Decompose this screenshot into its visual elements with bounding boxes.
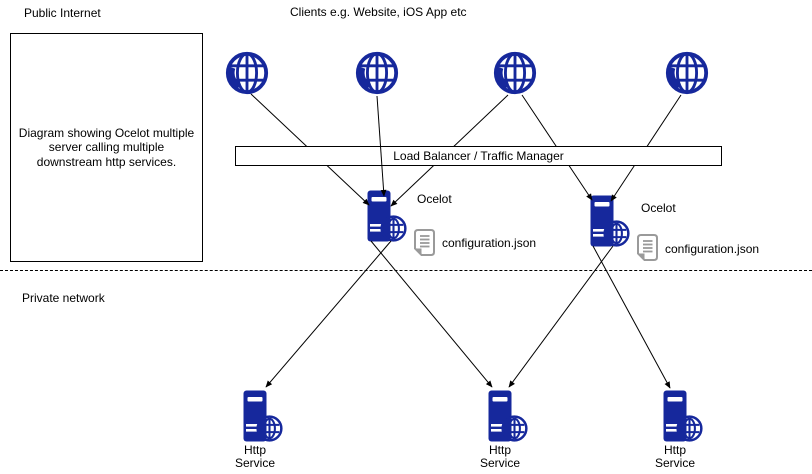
private-network-label: Private network [22,291,105,305]
http-service-label-3: Http Service [654,443,695,470]
client-globe-icon-3 [493,51,537,95]
ocelot-label-1: Ocelot [417,192,452,206]
server-tower-icon [367,190,391,242]
globe-badge-icon [501,415,528,442]
http-service-label-1: Http Service [234,443,275,470]
http-service-icon-1 [243,390,284,443]
server-tower-icon [590,195,614,247]
globe-badge-icon [603,220,630,247]
config-file-icon-1 [414,229,435,256]
globe-badge-icon [256,415,283,442]
network-boundary-divider [0,270,812,271]
globe-badge-icon [676,415,703,442]
http-service-icon-3 [663,390,704,443]
ocelot-server-icon-1 [367,190,408,243]
edge-ocelot1-service1 [265,240,392,388]
load-balancer-label: Load Balancer / Traffic Manager [393,149,564,163]
edge-ocelot2-service3 [592,245,671,389]
description-box: Diagram showing Ocelot multiple server c… [10,33,203,262]
ocelot-label-2: Ocelot [641,201,676,215]
config-file-icon-2 [637,234,658,261]
http-service-label-2: Http Service [479,443,520,470]
client-globe-icon-2 [355,51,399,95]
clients-heading: Clients e.g. Website, iOS App etc [290,5,467,19]
ocelot-server-icon-2 [590,195,631,248]
client-globe-icon-1 [225,51,269,95]
edge-ocelot2-service2 [508,245,614,388]
public-internet-label: Public Internet [24,6,101,20]
edge-ocelot1-service2 [370,240,493,388]
server-tower-icon [663,390,687,442]
config-file-label-1: configuration.json [442,236,537,250]
globe-badge-icon [380,215,407,242]
config-file-label-2: configuration.json [665,242,760,256]
http-service-icon-2 [488,390,529,443]
load-balancer-box: Load Balancer / Traffic Manager [235,146,722,166]
server-tower-icon [488,390,512,442]
client-globe-icon-4 [665,51,709,95]
description-text: Diagram showing Ocelot multiple server c… [18,125,195,169]
server-tower-icon [243,390,267,442]
